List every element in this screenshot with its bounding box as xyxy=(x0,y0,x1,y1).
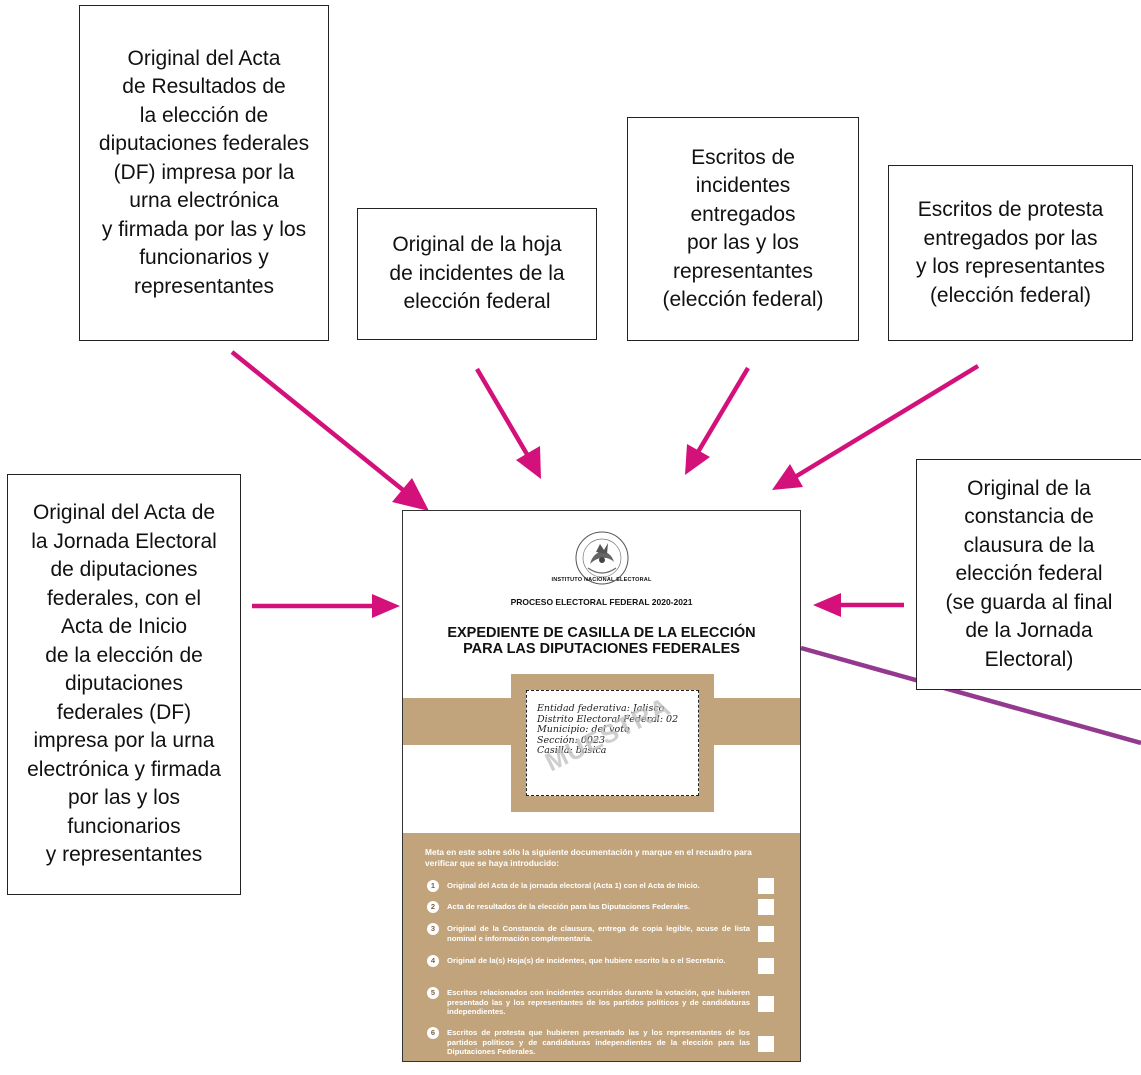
item-text: Original de la Constancia de clausura, e… xyxy=(447,924,750,943)
box-line: diputaciones federales xyxy=(98,132,310,156)
box-line: y firmada por las y los xyxy=(101,217,307,241)
box-line: y los representantes xyxy=(915,255,1106,278)
arrowhead-constancia-clausura xyxy=(813,593,841,617)
box-line: Original de la xyxy=(967,476,1091,500)
checklist-item: 3 Original de la Constancia de clausura,… xyxy=(427,923,774,948)
checklist-item: 2 Acta de resultados de la elección para… xyxy=(427,899,774,922)
box-line: y representantes xyxy=(45,843,203,867)
item-number: 3 xyxy=(427,923,439,935)
box-line: Acta de Inicio xyxy=(60,615,188,639)
box-line: la Jornada Electoral xyxy=(31,529,217,553)
box-line: electrónica y firmada xyxy=(27,757,221,781)
box-line: de la elección de xyxy=(45,643,203,667)
box-line: entregados xyxy=(690,202,796,226)
item-text: Escritos relacionados con incidentes ocu… xyxy=(447,988,750,1016)
item-checkbox[interactable] xyxy=(758,958,774,974)
item-checkbox[interactable] xyxy=(758,899,774,915)
box-line: Escritos de xyxy=(691,145,795,169)
box-line: elección federal xyxy=(403,290,551,314)
box-line: impresa por la urna xyxy=(33,729,215,753)
item-number: 1 xyxy=(427,880,439,892)
box-line: Original del Acta de xyxy=(32,501,216,525)
label-line: Municipio: del voto xyxy=(537,724,630,735)
box-line: por las y los xyxy=(67,786,181,810)
box-escritos-incidentes: Escritos de incidentes entregados por la… xyxy=(627,117,859,341)
box-line: Electoral) xyxy=(984,647,1074,671)
box-line: por las y los xyxy=(686,231,800,254)
box-line: federales (DF) xyxy=(56,700,192,724)
box-line: Original del Acta xyxy=(127,46,281,70)
envelope-title-line2: PARA LAS DIPUTACIONES FEDERALES xyxy=(463,641,740,657)
box-line: de la Jornada xyxy=(965,619,1093,643)
label-line: Sección: 0023 xyxy=(537,734,606,746)
item-checkbox[interactable] xyxy=(758,926,774,942)
box-line: (elección federal) xyxy=(929,283,1092,307)
label-line: Entidad federativa: Jalisco xyxy=(537,703,665,714)
box-line: clausura de la xyxy=(963,533,1095,557)
box-line: (se guarda al final xyxy=(945,590,1113,614)
item-checkbox[interactable] xyxy=(758,878,774,894)
box-acta-resultados: Original del Acta de Resultados de la el… xyxy=(79,5,329,341)
item-checkbox[interactable] xyxy=(758,996,774,1012)
box-line: representantes xyxy=(133,274,275,298)
arrow-acta-resultados xyxy=(230,350,410,496)
item-number: 5 xyxy=(427,987,439,999)
box-line: representantes xyxy=(672,259,814,283)
box-line: de incidentes de la xyxy=(389,261,565,285)
checklist-item: 4 Original de la(s) Hoja(s) de incidente… xyxy=(427,955,774,980)
arrowhead-hoja-incidentes xyxy=(516,446,541,479)
checklist-item: 5 Escritos relacionados con incidentes o… xyxy=(427,987,774,1020)
box-line: elección federal xyxy=(955,562,1103,586)
box-hoja-incidentes: Original de la hoja de incidentes de la … xyxy=(357,208,597,340)
arrowhead-acta-jornada xyxy=(372,594,400,618)
checklist-item: 1 Original del Acta de la jornada electo… xyxy=(427,878,774,901)
item-number: 4 xyxy=(427,955,439,967)
envelope-title: EXPEDIENTE DE CASILLA DE LA ELECCIÓN PAR… xyxy=(423,625,780,657)
item-text: Original de la(s) Hoja(s) de incidentes,… xyxy=(447,956,726,965)
process-title: PROCESO ELECTORAL FEDERAL 2020-2021 xyxy=(510,597,693,607)
checklist-item: 6 Escritos de protesta que hubieren pres… xyxy=(427,1027,774,1060)
envelope-title-line1: EXPEDIENTE DE CASILLA DE LA ELECCIÓN xyxy=(447,625,756,641)
arrowhead-acta-resultados xyxy=(392,478,429,511)
item-number: 6 xyxy=(427,1027,439,1039)
box-line: constancia de xyxy=(964,505,1094,529)
arrow-escritos-incidentes xyxy=(696,366,750,454)
box-escritos-protesta: Escritos de protesta entregados por las … xyxy=(888,165,1133,341)
item-number: 2 xyxy=(427,901,439,913)
national-seal-icon xyxy=(575,531,629,585)
box-line: Original de la hoja xyxy=(392,233,562,257)
box-line: de Resultados de xyxy=(122,75,286,99)
box-line: la elección de xyxy=(139,103,269,127)
box-line: (elección federal) xyxy=(662,288,824,311)
label-line: Distrito Electoral Federal: 02 xyxy=(537,713,679,725)
arrow-hoja-incidentes xyxy=(475,367,530,458)
box-line: funcionarios xyxy=(67,814,181,838)
box-line: urna electrónica xyxy=(129,189,279,213)
box-line: de diputaciones xyxy=(50,558,198,582)
box-line: entregados por las xyxy=(923,226,1098,250)
address-label: Entidad federativa: Jalisco Distrito Ele… xyxy=(526,690,699,796)
box-line: (DF) impresa por la xyxy=(113,160,295,184)
institute-name: INSTITUTO NACIONAL ELECTORAL xyxy=(551,577,652,583)
label-line: Casilla: básica xyxy=(537,745,607,756)
expediente-envelope: INSTITUTO NACIONAL ELECTORAL PROCESO ELE… xyxy=(402,510,801,1062)
item-checkbox[interactable] xyxy=(758,1036,774,1052)
arrowhead-escritos-protesta xyxy=(772,464,803,490)
arrowhead-escritos-incidentes xyxy=(685,444,710,475)
item-text: Original del Acta de la jornada electora… xyxy=(447,881,700,890)
box-constancia-clausura: Original de la constancia de clausura de… xyxy=(916,459,1141,690)
checklist-panel: Meta en este sobre sólo la siguiente doc… xyxy=(403,833,800,1061)
checklist-instructions: Meta en este sobre sólo la siguiente doc… xyxy=(425,847,752,868)
box-line: incidentes xyxy=(695,174,791,197)
box-line: diputaciones xyxy=(65,672,183,696)
box-acta-jornada: Original del Acta de la Jornada Electora… xyxy=(7,474,241,895)
item-text: Escritos de protesta que hubieren presen… xyxy=(447,1028,750,1056)
item-text: Acta de resultados de la elección para l… xyxy=(447,902,691,911)
box-line: Escritos de protesta xyxy=(917,198,1104,221)
box-line: funcionarios y xyxy=(139,246,269,270)
box-line: federales, con el xyxy=(46,586,202,610)
